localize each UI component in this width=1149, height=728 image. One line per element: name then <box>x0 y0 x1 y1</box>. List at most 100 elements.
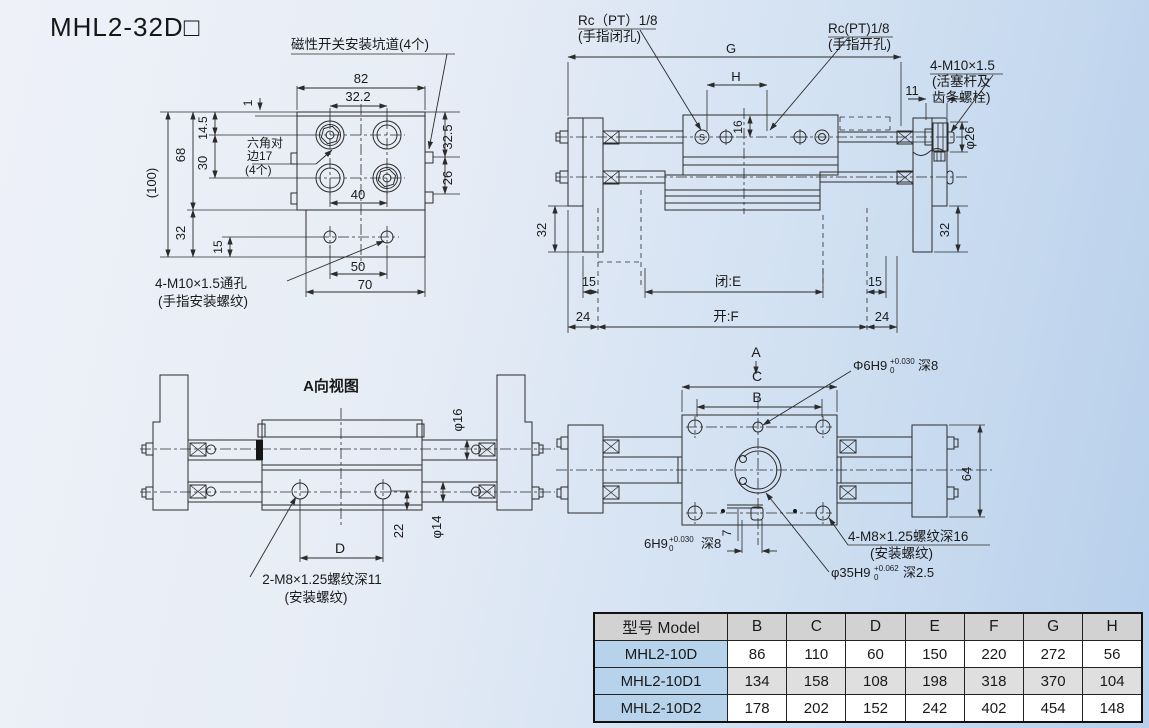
value-cell: 104 <box>1082 667 1143 695</box>
value-cell: 242 <box>904 694 965 723</box>
drawing-top-left-view <box>160 53 460 297</box>
dim-15-tr-right: 15 <box>868 275 882 289</box>
dim-H: H <box>731 69 740 84</box>
note-key-slot-sub: 0 <box>669 544 674 553</box>
dim-82: 82 <box>354 71 368 86</box>
drawing-view-a <box>140 374 555 578</box>
value-cell: 110 <box>786 640 847 668</box>
dim-G: G <box>726 41 736 56</box>
value-cell: 108 <box>845 667 906 695</box>
col-header-B: B <box>726 612 788 641</box>
dim-24-tr-left: 24 <box>576 309 590 324</box>
col-header-model: 型号 Model <box>593 612 728 641</box>
dim-phi26: φ26 <box>962 127 977 150</box>
value-cell: 56 <box>1082 640 1143 668</box>
value-cell: 220 <box>963 640 1025 668</box>
note-mount-thread-bl-2: (安装螺纹) <box>285 590 348 605</box>
note-key-slot-sup: +0.030 <box>669 535 694 544</box>
note-rc-open-1: Rc(PT)1/8 <box>828 21 890 36</box>
note-rc-closed-1: Rc（PT）1/8 <box>578 13 658 28</box>
model-cell: MHL2-10D <box>593 640 728 668</box>
note-hex-line1: 六角对 <box>247 136 283 150</box>
col-header-G: G <box>1023 612 1084 641</box>
dim-32-5: 32.5 <box>440 124 455 149</box>
dim-phi16: φ16 <box>450 409 465 432</box>
note-pin-hole-sup: +0.030 <box>890 357 915 366</box>
dim-24-tr-right: 24 <box>875 309 889 324</box>
dim-32-left: 32 <box>173 226 188 240</box>
value-cell: 198 <box>904 667 965 695</box>
value-cell: 148 <box>1082 694 1143 723</box>
dim-15-plate: 15 <box>211 240 225 254</box>
dim-16: 16 <box>731 120 745 134</box>
value-cell: 202 <box>786 694 847 723</box>
dim-22: 22 <box>391 524 406 538</box>
value-cell: 454 <box>1023 694 1084 723</box>
view-arrow-a-letter: A <box>751 344 761 360</box>
page-title: MHL2-32D□ <box>50 12 201 42</box>
value-cell: 152 <box>845 694 906 723</box>
dim-11: 11 <box>905 83 919 98</box>
dim-phi14: φ14 <box>429 516 444 539</box>
view-a-title: A向视图 <box>303 377 359 395</box>
note-mount-thread-bl-1: 2-M8×1.25螺纹深11 <box>262 572 381 587</box>
dim-50: 50 <box>351 259 365 274</box>
port-s-letter: S <box>699 133 705 143</box>
dim-64: 64 <box>959 467 974 481</box>
note-hex-line2: 边17 <box>247 149 273 163</box>
drawing-top-right-view <box>548 28 1003 333</box>
value-cell: 86 <box>726 640 788 668</box>
dim-open-F: 开:F <box>713 309 739 324</box>
note-piston-bolt-1: 4-M10×1.5 <box>930 58 995 73</box>
model-cell: MHL2-10D2 <box>593 694 728 723</box>
col-header-C: C <box>786 612 847 641</box>
col-header-H: H <box>1082 612 1143 641</box>
dim-32-tr-right: 32 <box>937 223 952 237</box>
value-cell: 178 <box>726 694 788 723</box>
note-piston-bolt-3: 齿条螺栓) <box>932 89 991 105</box>
note-key-slot-depth: 深8 <box>701 536 721 551</box>
col-header-F: F <box>963 612 1025 641</box>
col-header-E: E <box>904 612 965 641</box>
value-cell: 60 <box>845 640 906 668</box>
note-pin-hole-depth: 深8 <box>918 358 938 373</box>
dim-100: (100) <box>144 168 159 198</box>
note-key-slot-base: 6H9 <box>644 536 668 551</box>
dim-40: 40 <box>351 187 365 202</box>
note-center-bore-base: φ35H9 <box>831 565 871 580</box>
dim-32-tr-left: 32 <box>534 223 549 237</box>
value-cell: 150 <box>904 640 965 668</box>
note-pin-hole-sub: 0 <box>890 366 895 375</box>
note-rc-closed-2: (手指闭孔) <box>578 29 641 44</box>
dim-15-tr-left: 15 <box>582 275 596 289</box>
dim-7: 7 <box>720 529 734 536</box>
note-pin-hole-base: Φ6H9 <box>853 358 887 373</box>
note-center-bore-sup: +0.062 <box>874 564 899 573</box>
note-magnetic-switch: 磁性开关安装坑道(4个) <box>291 37 429 52</box>
note-mount-thread-br-1: 4-M8×1.25螺纹深16 <box>848 529 968 544</box>
note-center-bore-depth: 深2.5 <box>903 565 934 580</box>
value-cell: 402 <box>963 694 1025 723</box>
note-hex-line3: (4个) <box>245 163 272 177</box>
value-cell: 272 <box>1023 640 1084 668</box>
note-piston-bolt-2: (活塞杆及 <box>932 73 991 89</box>
dim-B: B <box>752 389 761 405</box>
note-rc-open-2: (手指开孔) <box>828 37 891 52</box>
dim-32-2: 32.2 <box>345 89 370 104</box>
note-mount-thread-br-2: (安装螺纹) <box>870 546 933 561</box>
dim-30: 30 <box>195 156 210 170</box>
note-center-bore-sub: 0 <box>874 573 879 582</box>
dim-14-5: 14.5 <box>196 116 210 140</box>
dim-D: D <box>335 540 345 556</box>
value-cell: 370 <box>1023 667 1084 695</box>
dim-1: 1 <box>241 99 255 106</box>
col-header-D: D <box>845 612 906 641</box>
note-finger-thread-2: (手指安装螺纹) <box>158 294 248 309</box>
dim-closed-E: 闭:E <box>715 274 741 289</box>
